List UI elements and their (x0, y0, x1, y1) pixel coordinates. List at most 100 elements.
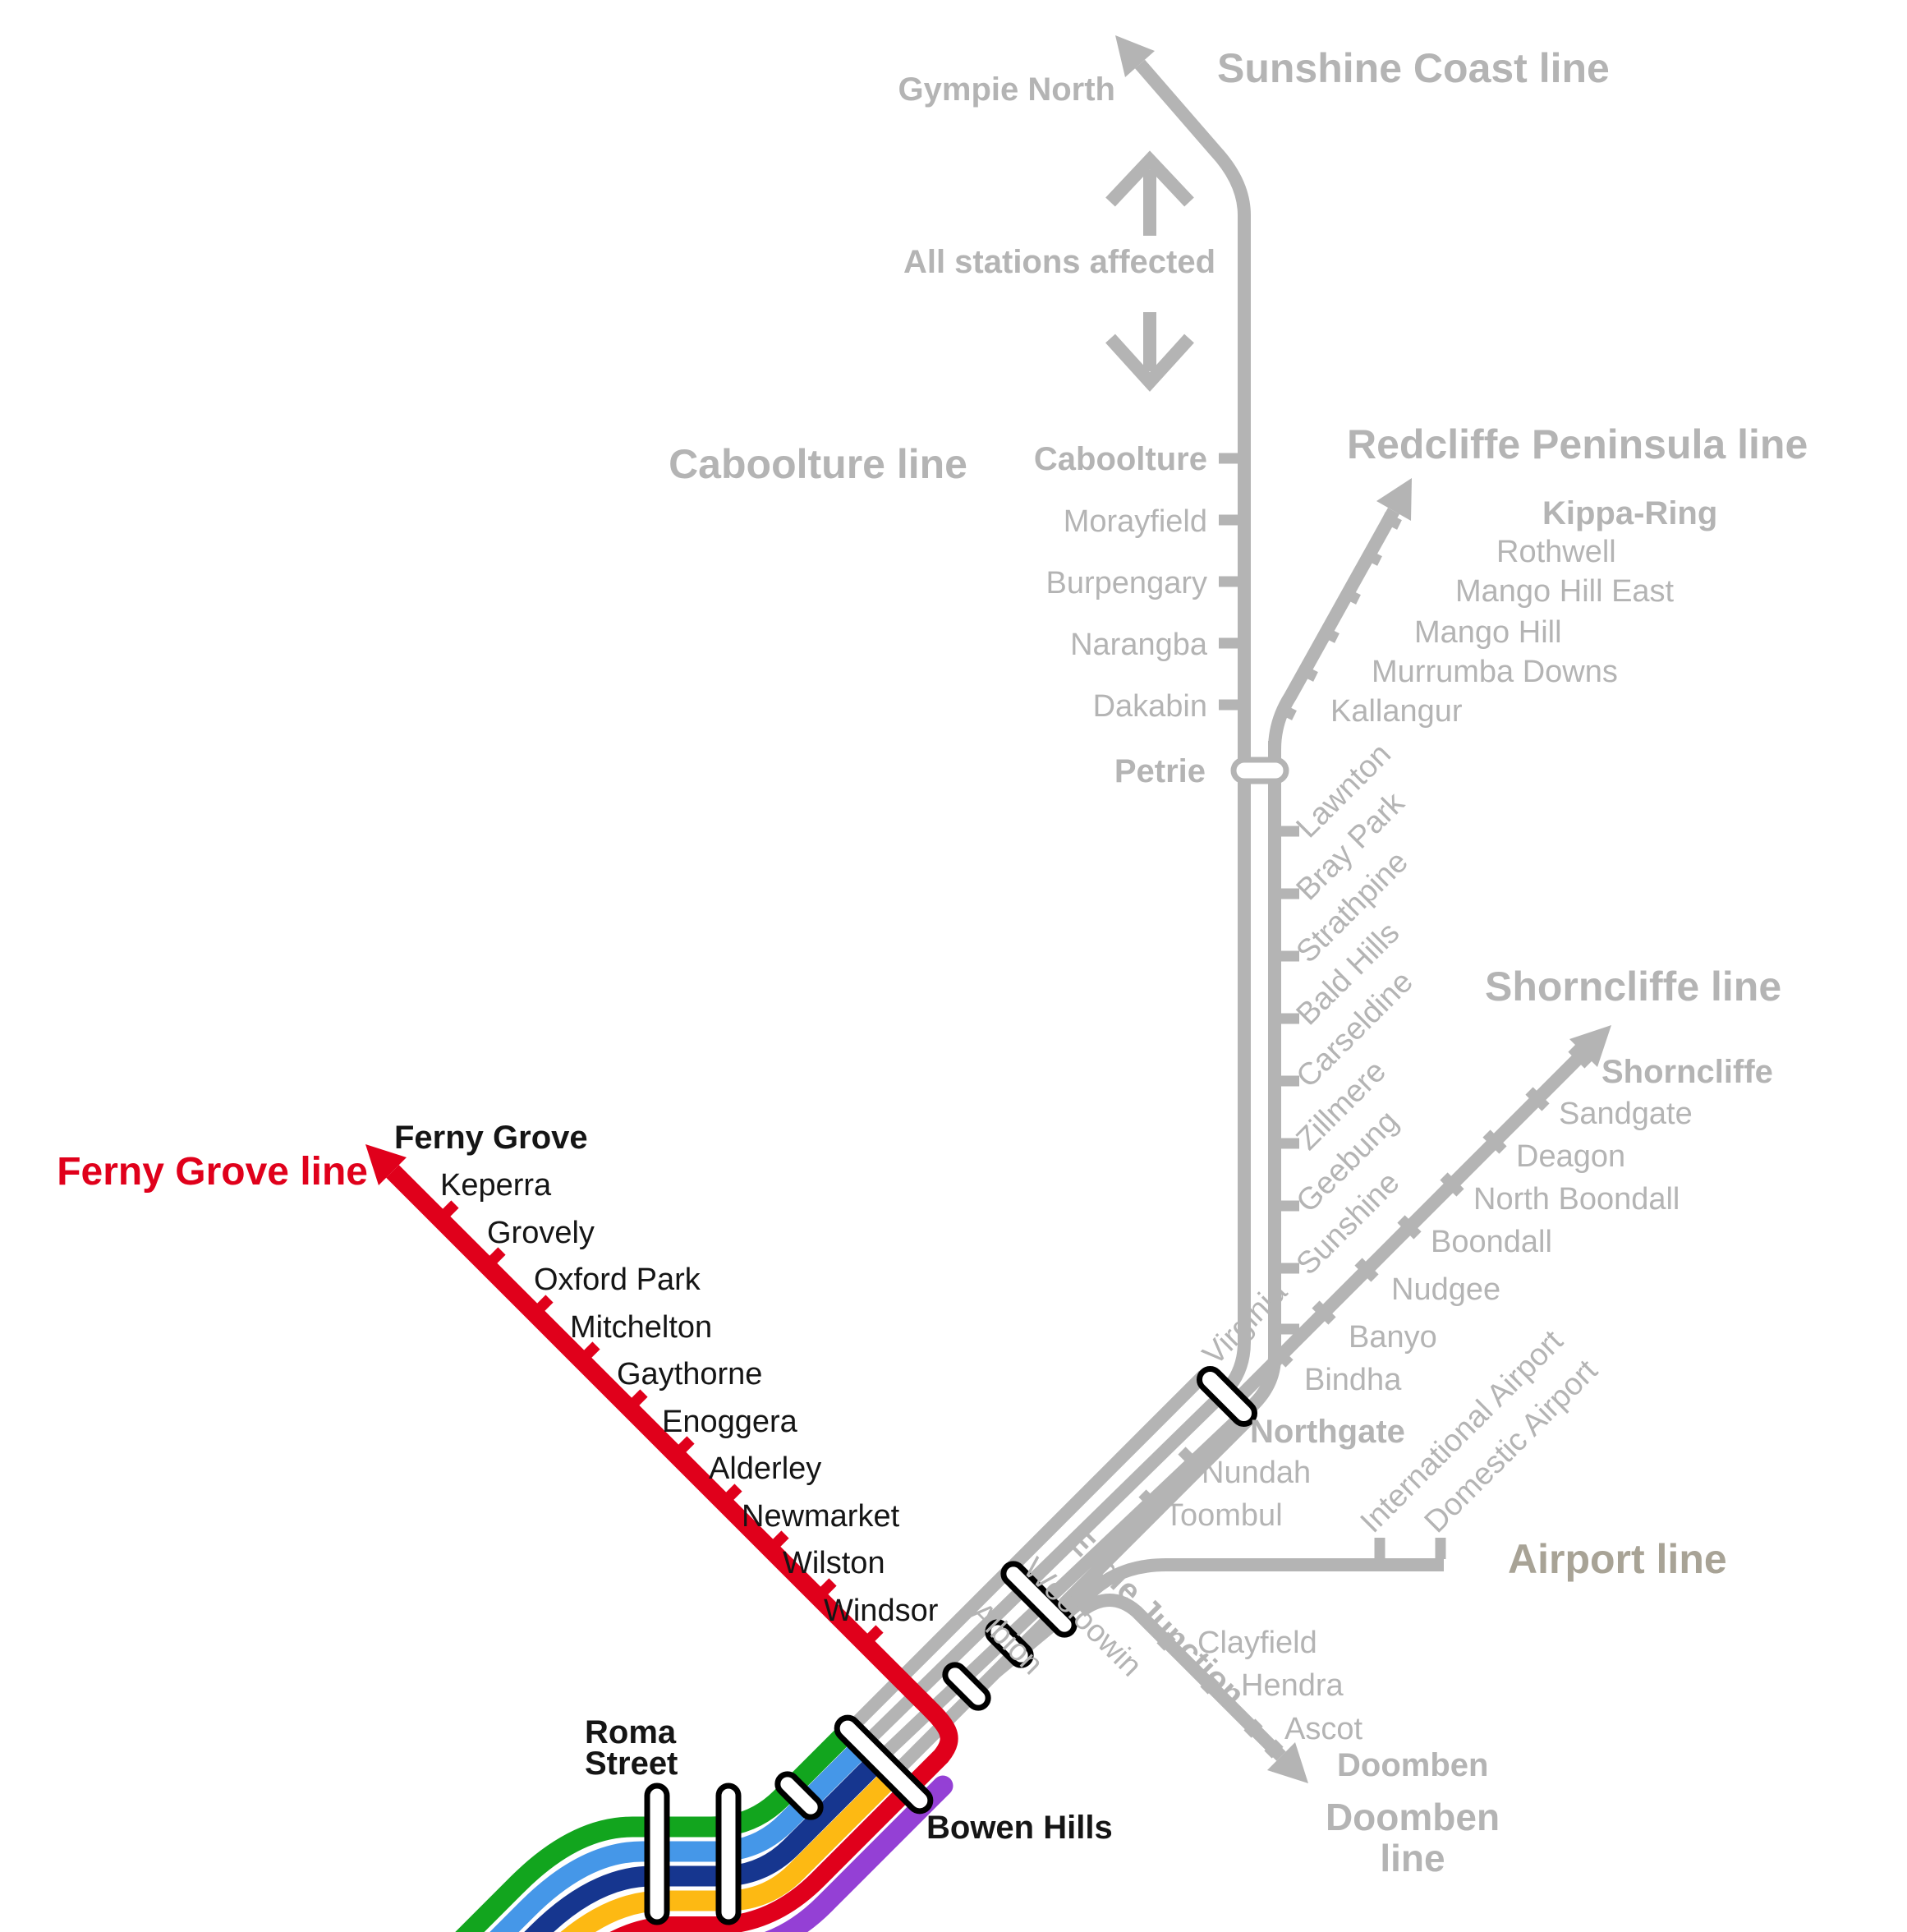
tick-toombul (1138, 1489, 1161, 1512)
line-title-doomben-1: Doomben (1326, 1796, 1500, 1838)
station-marker-bowen-hills (834, 1714, 934, 1815)
tick-mango-hill (1318, 625, 1339, 643)
line-city-green (455, 1723, 857, 1932)
tick-bindha (1269, 1343, 1294, 1368)
station-label-gympie-north: Gympie North (898, 71, 1115, 108)
tick-grovely (478, 1247, 506, 1275)
station-label-boondall: Boondall (1431, 1225, 1552, 1259)
station-label-roma-street-2: Street (585, 1746, 678, 1782)
tick-clayfield (1156, 1631, 1176, 1651)
kippa-ring-arrowhead-icon (1376, 478, 1412, 521)
station-label-morayfield: Morayfield (1064, 504, 1207, 539)
line-title-ferny-grove: Ferny Grove line (57, 1150, 368, 1194)
tick-shorncliffe (1568, 1044, 1592, 1069)
line-title-caboolture: Caboolture line (669, 441, 967, 487)
station-label-shorncliffe: Shorncliffe (1601, 1054, 1773, 1090)
station-label-keperra: Keperra (440, 1168, 552, 1203)
station-label-windsor: Windsor (824, 1594, 939, 1628)
up-arrow-icon (1105, 150, 1194, 236)
tick-alderley (715, 1484, 742, 1511)
station-label-petrie: Petrie (1114, 753, 1206, 789)
station-label-hendra: Hendra (1241, 1668, 1344, 1703)
tick-oxford-park (526, 1295, 554, 1322)
station-label-alderley: Alderley (709, 1451, 821, 1486)
station-label-burpengary: Burpengary (1046, 566, 1207, 600)
line-airport (990, 1558, 1444, 1678)
tick-rothwell (1361, 548, 1382, 566)
tick-banyo (1312, 1300, 1336, 1325)
station-label-dakabin: Dakabin (1093, 689, 1207, 724)
tick-sandgate (1525, 1087, 1550, 1111)
tick-nudgee (1354, 1258, 1379, 1282)
station-label-banyo: Banyo (1349, 1320, 1437, 1355)
station-marker-roma-street-2 (715, 1782, 742, 1925)
line-title-redcliffe: Redcliffe Peninsula line (1347, 421, 1808, 467)
station-marker-roma-street-1 (644, 1782, 670, 1925)
station-label-mango-hill: Mango Hill (1414, 615, 1562, 650)
station-label-kallangur: Kallangur (1330, 694, 1463, 729)
station-label-mitchelton: Mitchelton (570, 1310, 712, 1345)
station-marker-eagle-junction (1000, 1561, 1078, 1638)
station-marker-albion (942, 1662, 991, 1711)
station-label-bindha: Bindha (1304, 1363, 1402, 1397)
line-corridor-track-3 (889, 1411, 1257, 1779)
tick-kippa-ring (1381, 512, 1402, 530)
station-label-murrumba-downs: Murrumba Downs (1372, 655, 1618, 689)
station-label-enoggera: Enoggera (662, 1405, 798, 1439)
line-city-lightblue (489, 1737, 871, 1932)
down-arrow-icon (1105, 312, 1194, 392)
line-title-airport: Airport line (1508, 1536, 1727, 1582)
station-label-ascot: Ascot (1284, 1712, 1362, 1746)
station-label-clayfield: Clayfield (1197, 1626, 1317, 1660)
station-marker-city-mid (774, 1771, 824, 1820)
tick-wilston (809, 1578, 837, 1606)
shorncliffe-arrowhead-icon (1569, 1025, 1611, 1067)
station-label-northgate: Northgate (1250, 1414, 1405, 1450)
tick-doomben (1264, 1739, 1284, 1759)
tick-keperra (431, 1200, 459, 1228)
station-label-nudgee: Nudgee (1391, 1272, 1500, 1307)
gympie-north-arrowhead-icon (1115, 35, 1155, 77)
tick-newmarket (761, 1530, 789, 1558)
tick-hendra (1200, 1675, 1220, 1695)
line-title-sunshine-coast: Sunshine Coast line (1217, 45, 1610, 91)
tick-mitchelton (572, 1341, 600, 1369)
station-label-kippa-ring: Kippa-Ring (1542, 495, 1717, 531)
station-label-rothwell: Rothwell (1496, 535, 1616, 569)
tick-nundah (1178, 1447, 1201, 1470)
tick-gaythorne (620, 1389, 648, 1417)
tick-windsor (856, 1625, 884, 1653)
station-label-deagon: Deagon (1516, 1139, 1625, 1174)
tick-enoggera (667, 1436, 695, 1464)
station-label-north-boondall: North Boondall (1473, 1182, 1680, 1217)
line-redcliffe-branch (1268, 508, 1399, 772)
station-label-caboolture: Caboolture (1034, 441, 1207, 477)
doomben-arrowhead-icon (1267, 1742, 1308, 1783)
station-label-oxford-park: Oxford Park (534, 1263, 701, 1297)
tick-north-boondall (1440, 1172, 1464, 1197)
station-label-ferny-grove: Ferny Grove (394, 1120, 588, 1156)
station-label-roma-street-1: Roma (585, 1714, 677, 1750)
tick-mango-hill-east (1339, 586, 1361, 605)
line-doomben-branch (1077, 1594, 1286, 1761)
station-label-wilston: Wilston (783, 1546, 885, 1580)
station-marker-petrie (1230, 757, 1289, 784)
line-title-doomben-2: line (1380, 1837, 1445, 1879)
station-label-newmarket: Newmarket (742, 1499, 900, 1534)
tick-boondall (1397, 1215, 1422, 1240)
station-label-nundah: Nundah (1202, 1456, 1311, 1490)
station-label-sandgate: Sandgate (1559, 1097, 1693, 1131)
station-marker-northgate (1196, 1365, 1258, 1428)
tick-murrumba-downs (1297, 664, 1318, 682)
tick-ascot (1243, 1718, 1263, 1738)
line-title-shorncliffe: Shorncliffe line (1485, 964, 1781, 1010)
line-sunshine-coast-caboolture (859, 59, 1251, 1750)
tick-kallangur (1275, 702, 1297, 720)
station-label-doomben: Doomben (1337, 1747, 1488, 1783)
line-corridor-track-0 (844, 1370, 1209, 1735)
station-label-grovely: Grovely (487, 1216, 595, 1250)
line-ferny-grove (386, 1165, 958, 1932)
line-city-purple (764, 1775, 954, 1932)
